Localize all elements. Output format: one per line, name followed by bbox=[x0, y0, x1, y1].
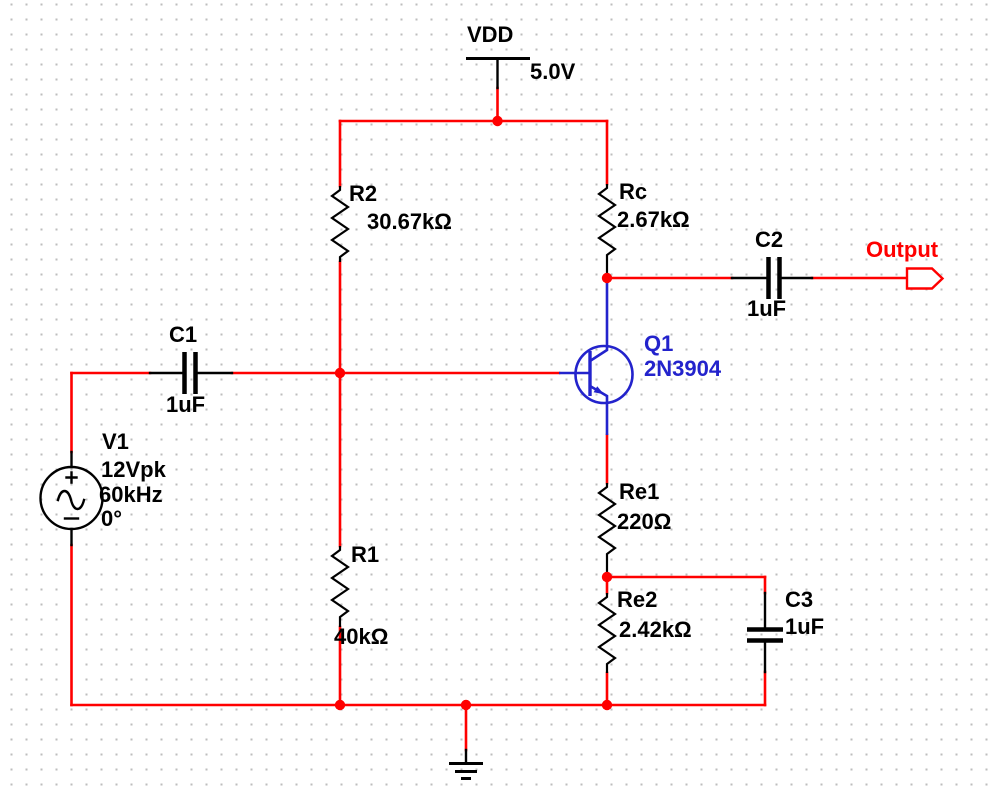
ac-source-v1-symbol[interactable] bbox=[39, 450, 104, 547]
output-connector-tag[interactable] bbox=[905, 267, 945, 290]
v1-plus-sign bbox=[65, 471, 78, 484]
label-re2-value[interactable]: 2.42kΩ bbox=[619, 617, 692, 642]
label-re1-value[interactable]: 220Ω bbox=[617, 509, 672, 534]
label-v1-phase[interactable]: 0° bbox=[101, 506, 123, 531]
label-vdd-net[interactable]: VDD bbox=[467, 22, 514, 47]
label-c3-ref[interactable]: C3 bbox=[785, 587, 814, 612]
resistor-r1-symbol[interactable] bbox=[330, 546, 350, 627]
label-re1-ref[interactable]: Re1 bbox=[619, 479, 660, 504]
label-r2-value[interactable]: 30.67kΩ bbox=[367, 209, 452, 234]
v1-sine-icon bbox=[56, 489, 86, 511]
resistor-r2-symbol[interactable] bbox=[330, 186, 350, 262]
vdd-power-symbol[interactable] bbox=[466, 57, 530, 90]
label-c1-ref[interactable]: C1 bbox=[169, 322, 198, 347]
ground-symbol[interactable] bbox=[449, 748, 483, 780]
label-r2-ref[interactable]: R2 bbox=[349, 181, 378, 206]
junction-bottom-r1 bbox=[334, 699, 346, 711]
resistor-re2-symbol[interactable] bbox=[597, 593, 617, 673]
junction-bottom-ground bbox=[460, 699, 472, 711]
label-r1-ref[interactable]: R1 bbox=[351, 542, 380, 567]
wires bbox=[70, 86, 909, 752]
capacitor-c2-symbol[interactable] bbox=[730, 257, 814, 299]
label-re2-ref[interactable]: Re2 bbox=[617, 587, 658, 612]
q1-emitter-lead bbox=[589, 384, 609, 435]
resistor-rc-symbol[interactable] bbox=[597, 184, 617, 278]
label-rc-ref[interactable]: Rc bbox=[619, 179, 648, 204]
label-vdd-value[interactable]: 5.0V bbox=[530, 59, 576, 84]
label-c3-value[interactable]: 1uF bbox=[785, 614, 825, 639]
label-output-connector[interactable]: Output bbox=[866, 237, 939, 262]
label-q1-value[interactable]: 2N3904 bbox=[644, 356, 722, 381]
q1-emitter-arrow-icon bbox=[593, 386, 604, 395]
capacitor-c1-symbol[interactable] bbox=[148, 352, 234, 394]
label-rc-value[interactable]: 2.67kΩ bbox=[617, 207, 690, 232]
junction-bottom-re2 bbox=[601, 699, 613, 711]
label-c2-value[interactable]: 1uF bbox=[747, 296, 787, 321]
q1-circle bbox=[574, 344, 634, 405]
transistor-q1-symbol[interactable] bbox=[559, 278, 634, 435]
label-r1-value[interactable]: 40kΩ bbox=[334, 624, 389, 649]
junction-base bbox=[334, 367, 346, 379]
label-v1-frequency[interactable]: 60kHz bbox=[99, 482, 163, 507]
label-v1-amplitude[interactable]: 12Vpk bbox=[101, 457, 166, 482]
junction-collector bbox=[601, 272, 613, 284]
resistor-re1-symbol[interactable] bbox=[597, 483, 617, 577]
capacitor-c3-symbol[interactable] bbox=[747, 591, 783, 674]
q1-collector-lead bbox=[589, 278, 609, 363]
label-q1-ref[interactable]: Q1 bbox=[644, 331, 674, 356]
junction-dots bbox=[334, 115, 613, 711]
label-c1-value[interactable]: 1uF bbox=[166, 392, 206, 417]
label-v1-ref[interactable]: V1 bbox=[102, 429, 129, 454]
junction-re1-re2 bbox=[601, 571, 613, 583]
junction-vdd bbox=[492, 115, 503, 127]
label-c2-ref[interactable]: C2 bbox=[755, 227, 784, 252]
